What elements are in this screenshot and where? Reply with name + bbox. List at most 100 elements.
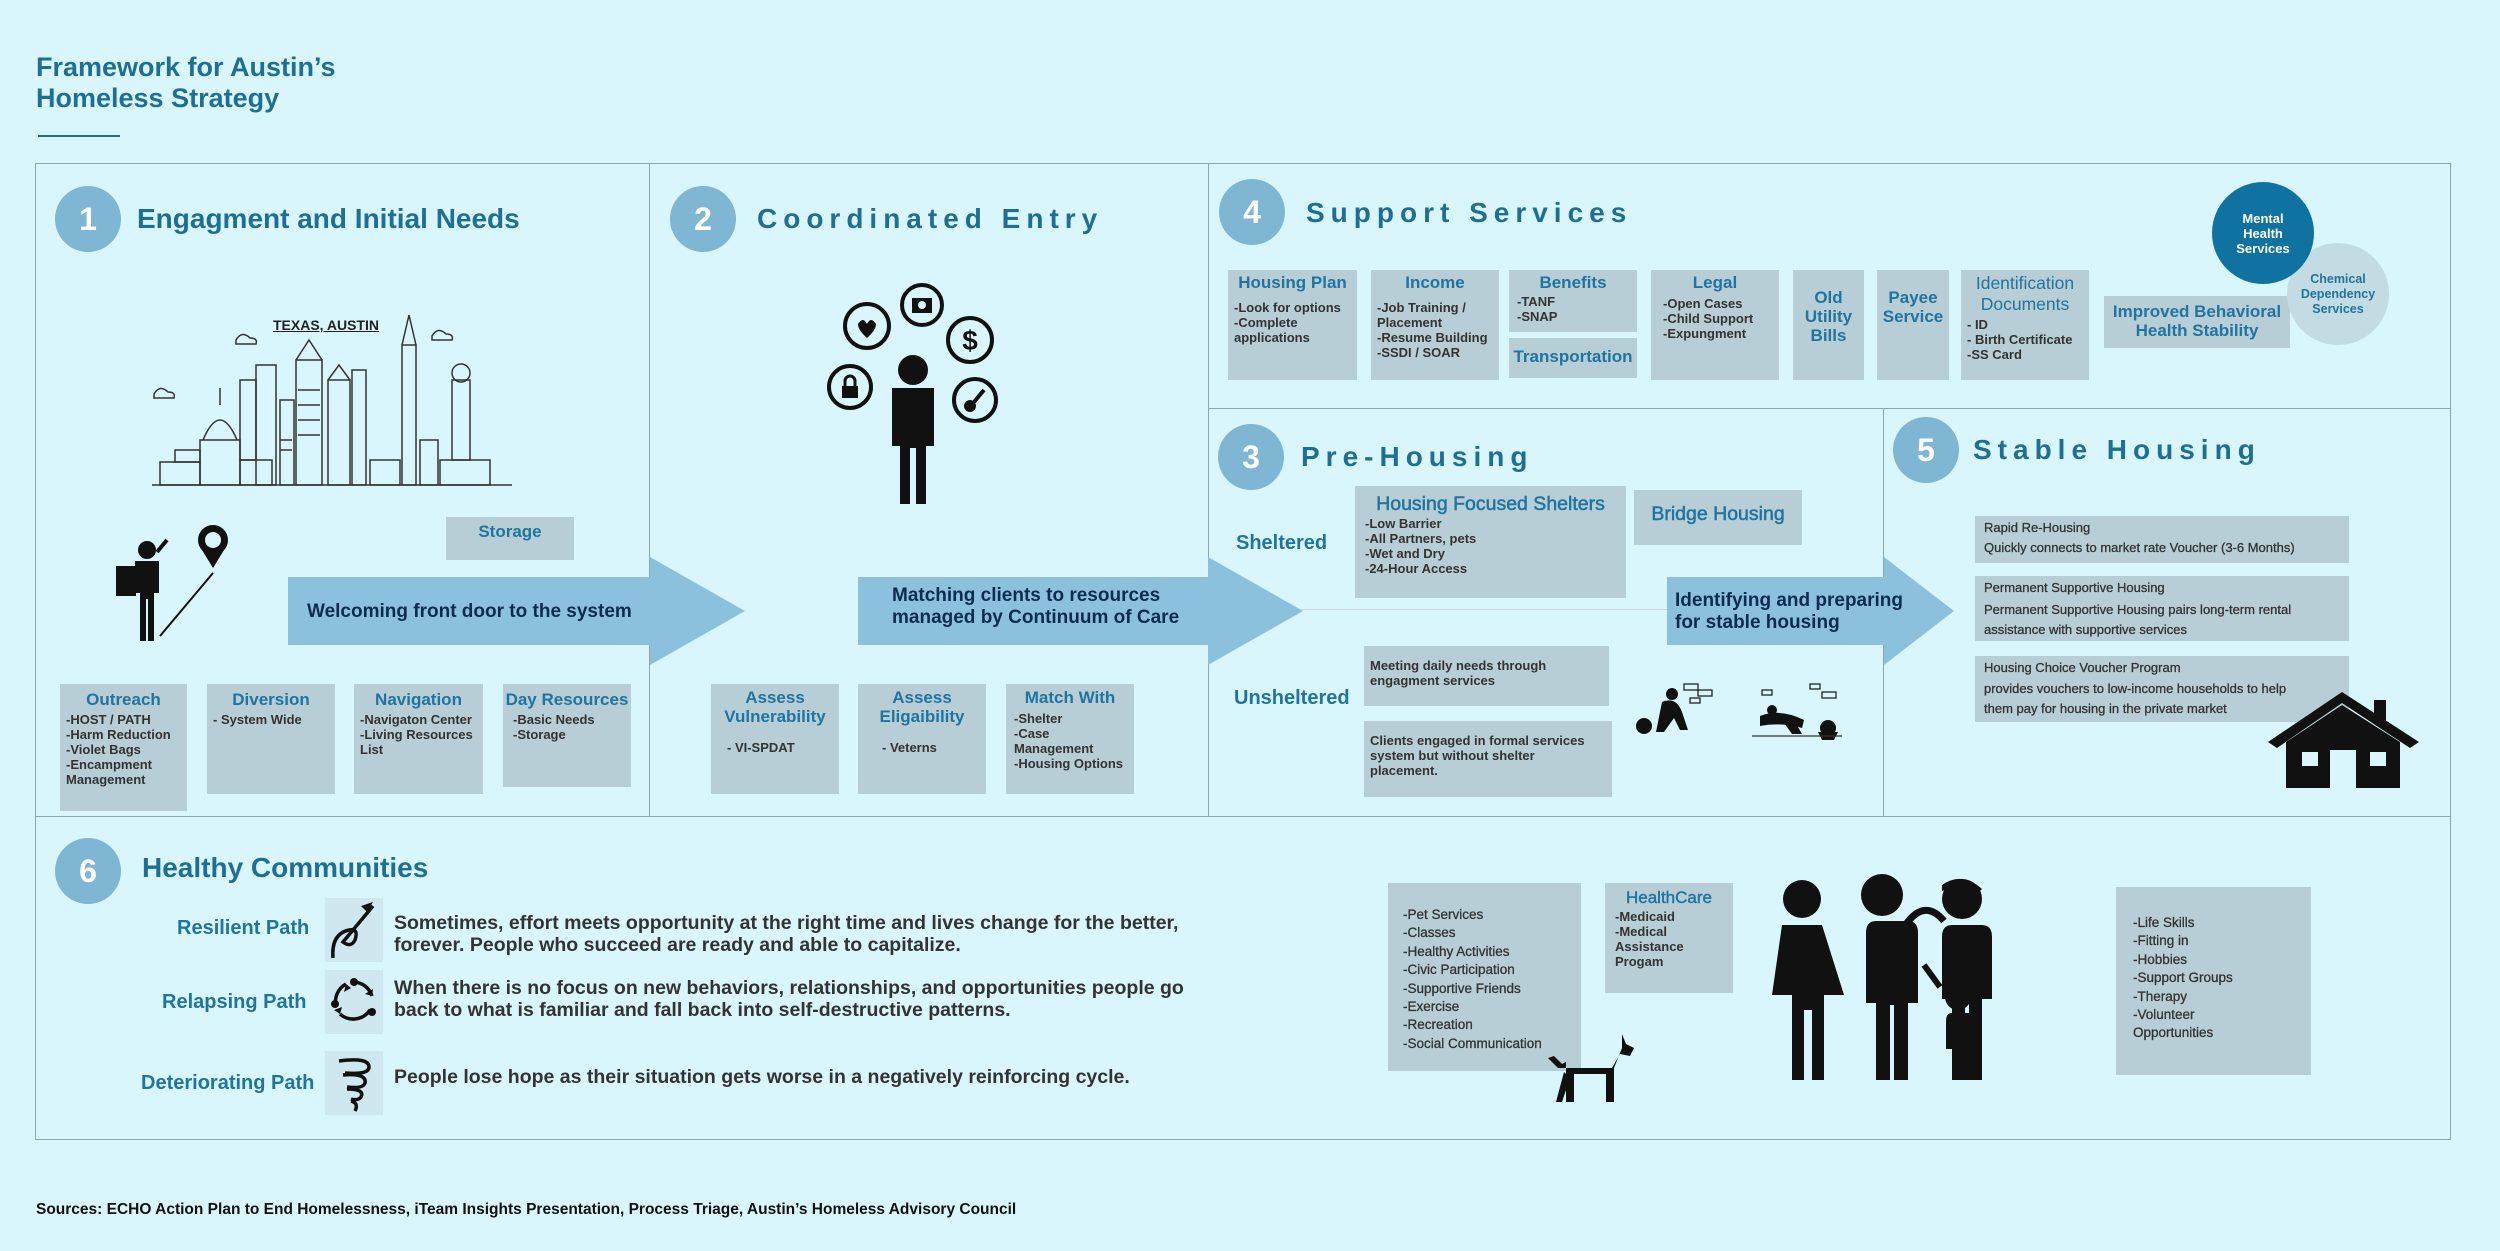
city-label: TEXAS, AUSTIN bbox=[273, 317, 380, 333]
daily-needs-box: Meeting daily needs through engagment se… bbox=[1364, 646, 1609, 706]
life-skills-text: -Life Skills -Fitting in -Hobbies -Suppo… bbox=[2133, 915, 2233, 1041]
outreach-box: Outreach -HOST / PATH -Harm Reduction -V… bbox=[60, 684, 187, 811]
section-5-badge: 5 bbox=[1893, 417, 1959, 483]
deteriorating-path-text: People lose hope as their situation gets… bbox=[394, 1066, 1130, 1088]
matching-arrow-line-2: managed by Continuum of Care bbox=[892, 607, 1180, 628]
identifying-arrow-line-2: for stable housing bbox=[1675, 612, 1840, 633]
diversion-text: - System Wide bbox=[213, 712, 302, 727]
housing-focused-shelters-text: -Low Barrier -All Partners, pets -Wet an… bbox=[1365, 516, 1477, 576]
benefits-heading: Benefits bbox=[1539, 273, 1607, 292]
housing-focused-shelters-box: Housing Focused Shelters -Low Barrier -A… bbox=[1355, 486, 1626, 598]
legal-text: -Open Cases -Child Support -Expungment bbox=[1663, 296, 1754, 341]
storage-label: Storage bbox=[478, 522, 542, 541]
daily-needs-text: Meeting daily needs through engagment se… bbox=[1370, 658, 1547, 688]
housing-plan-box: Housing Plan -Look for options -Complete… bbox=[1228, 270, 1357, 380]
welcome-arrow-head bbox=[650, 557, 745, 665]
permanent-supportive-box: Permanent Supportive Housing Permanent S… bbox=[1975, 576, 2349, 641]
austin-skyline-illustration bbox=[140, 310, 520, 495]
section-6-badge: 6 bbox=[55, 838, 121, 904]
svg-text:$: $ bbox=[962, 325, 978, 356]
formal-services-box: Clients engaged in formal services syste… bbox=[1364, 721, 1612, 797]
identification-heading: Identification Documents bbox=[1975, 273, 2075, 314]
day-resources-heading: Day Resources bbox=[505, 690, 629, 709]
activities-text: -Pet Services -Classes -Healthy Activiti… bbox=[1403, 907, 1542, 1051]
old-utility-bills-box: Old Utility Bills bbox=[1793, 270, 1864, 380]
payee-service-heading: Payee Service bbox=[1882, 288, 1944, 326]
improved-behavioral-box: Improved Behavioral Health Stability bbox=[2104, 296, 2290, 348]
legal-box: Legal -Open Cases -Child Support -Expung… bbox=[1651, 270, 1779, 380]
outreach-heading: Outreach bbox=[86, 690, 161, 709]
title-underline bbox=[38, 135, 120, 137]
resilient-path-text: Sometimes, effort meets opportunity at t… bbox=[394, 912, 1179, 956]
transportation-box: Transportation bbox=[1509, 338, 1637, 378]
navigation-text: -Navigaton Center -Living Resources List bbox=[360, 712, 473, 757]
identifying-arrow-line-1: Identifying and preparing bbox=[1675, 590, 1904, 611]
section-2-title: Coordinated Entry bbox=[757, 203, 1104, 234]
assess-eligibility-text: - Veterns bbox=[882, 740, 937, 755]
sources-note: Sources: ECHO Action Plan to End Homeles… bbox=[36, 1201, 1017, 1218]
bridge-housing-box: Bridge Housing bbox=[1634, 490, 1802, 545]
diversion-box: Diversion - System Wide bbox=[207, 684, 335, 794]
section-2-badge: 2 bbox=[670, 186, 736, 252]
matching-arrow-text: Matching clients to resources managed by… bbox=[892, 585, 1179, 629]
diversion-heading: Diversion bbox=[232, 690, 310, 709]
benefits-text: -TANF -SNAP bbox=[1517, 294, 1558, 324]
deteriorating-path-label: Deteriorating Path bbox=[141, 1072, 315, 1094]
resilient-path-icon bbox=[325, 898, 383, 962]
match-with-text: -Shelter -Case Management -Housing Optio… bbox=[1014, 711, 1124, 771]
family-icon bbox=[1754, 865, 2014, 1090]
navigation-box: Navigation -Navigaton Center -Living Res… bbox=[354, 684, 483, 794]
shelter-divider bbox=[1300, 609, 1670, 610]
mental-health-circle: Mental Health Services bbox=[2212, 182, 2314, 284]
identifying-arrow bbox=[1667, 577, 1884, 645]
rapid-rehousing-box: Rapid Re-Housing Quickly connects to mar… bbox=[1975, 516, 2349, 563]
section-3-badge: 3 bbox=[1218, 424, 1284, 490]
relapsing-path-icon bbox=[325, 970, 383, 1034]
identifying-arrow-head bbox=[1884, 557, 1954, 665]
bridge-housing-heading: Bridge Housing bbox=[1651, 503, 1785, 525]
transportation-heading: Transportation bbox=[1513, 347, 1633, 366]
income-box: Income -Job Training / Placement -Resume… bbox=[1371, 270, 1499, 380]
match-with-heading: Match With bbox=[1024, 688, 1116, 707]
relapsing-path-text: When there is no focus on new behaviors,… bbox=[394, 977, 1184, 1021]
activities-box: -Pet Services -Classes -Healthy Activiti… bbox=[1388, 883, 1581, 1071]
unsheltered-label: Unsheltered bbox=[1234, 687, 1350, 709]
housing-choice-voucher-box: Housing Choice Voucher Program provides … bbox=[1975, 656, 2349, 722]
assess-vulnerability-text: - VI-SPDAT bbox=[727, 740, 795, 755]
section-1-title: Engagment and Initial Needs bbox=[137, 203, 520, 234]
identification-text: - ID - Birth Certificate -SS Card bbox=[1967, 317, 2073, 362]
housing-focused-shelters-heading: Housing Focused Shelters bbox=[1376, 493, 1605, 515]
day-resources-text: -Basic Needs -Storage bbox=[513, 712, 595, 742]
permanent-supportive-text: Permanent Supportive Housing pairs long-… bbox=[1984, 602, 2292, 637]
relapsing-path-label: Relapsing Path bbox=[162, 991, 307, 1013]
assess-eligibility-heading: Assess Eligaibility bbox=[879, 688, 965, 726]
storage-box: Storage bbox=[446, 517, 574, 560]
assess-vulnerability-box: Assess Vulnerability - VI-SPDAT bbox=[711, 684, 839, 794]
matching-arrow bbox=[858, 577, 1208, 645]
life-skills-box: -Life Skills -Fitting in -Hobbies -Suppo… bbox=[2116, 887, 2311, 1075]
identification-box: Identification Documents - ID - Birth Ce… bbox=[1961, 270, 2089, 380]
income-text: -Job Training / Placement -Resume Buildi… bbox=[1377, 300, 1488, 360]
title-line-2: Homeless Strategy bbox=[36, 83, 280, 113]
navigation-heading: Navigation bbox=[375, 690, 462, 709]
matching-arrow-line-1: Matching clients to resources bbox=[892, 585, 1161, 606]
housing-choice-voucher-text: provides vouchers to low-income househol… bbox=[1984, 681, 2287, 716]
title-line-1: Framework for Austin’s bbox=[36, 52, 336, 82]
housing-choice-voucher-heading: Housing Choice Voucher Program bbox=[1984, 660, 2181, 675]
resilient-path-label: Resilient Path bbox=[177, 917, 310, 939]
section-5-title: Stable Housing bbox=[1973, 434, 2261, 465]
panel-healthy-communities bbox=[35, 816, 2451, 1140]
welcome-arrow bbox=[288, 577, 650, 645]
section-1-badge: 1 bbox=[55, 186, 121, 252]
dog-icon bbox=[1530, 1030, 1635, 1115]
section-4-badge: 4 bbox=[1219, 179, 1285, 245]
identifying-arrow-text: Identifying and preparing for stable hou… bbox=[1675, 590, 1903, 634]
old-utility-bills-heading: Old Utility Bills bbox=[1804, 288, 1853, 345]
welcome-arrow-text: Welcoming front door to the system bbox=[307, 601, 632, 622]
matching-arrow-head bbox=[1208, 557, 1303, 665]
housing-plan-text: -Look for options -Complete applications bbox=[1234, 300, 1341, 345]
day-resources-box: Day Resources -Basic Needs -Storage bbox=[503, 684, 631, 787]
section-3-title: Pre-Housing bbox=[1301, 441, 1534, 472]
improved-behavioral-heading: Improved Behavioral Health Stability bbox=[2112, 302, 2282, 340]
rapid-rehousing-heading: Rapid Re-Housing bbox=[1984, 520, 2091, 535]
